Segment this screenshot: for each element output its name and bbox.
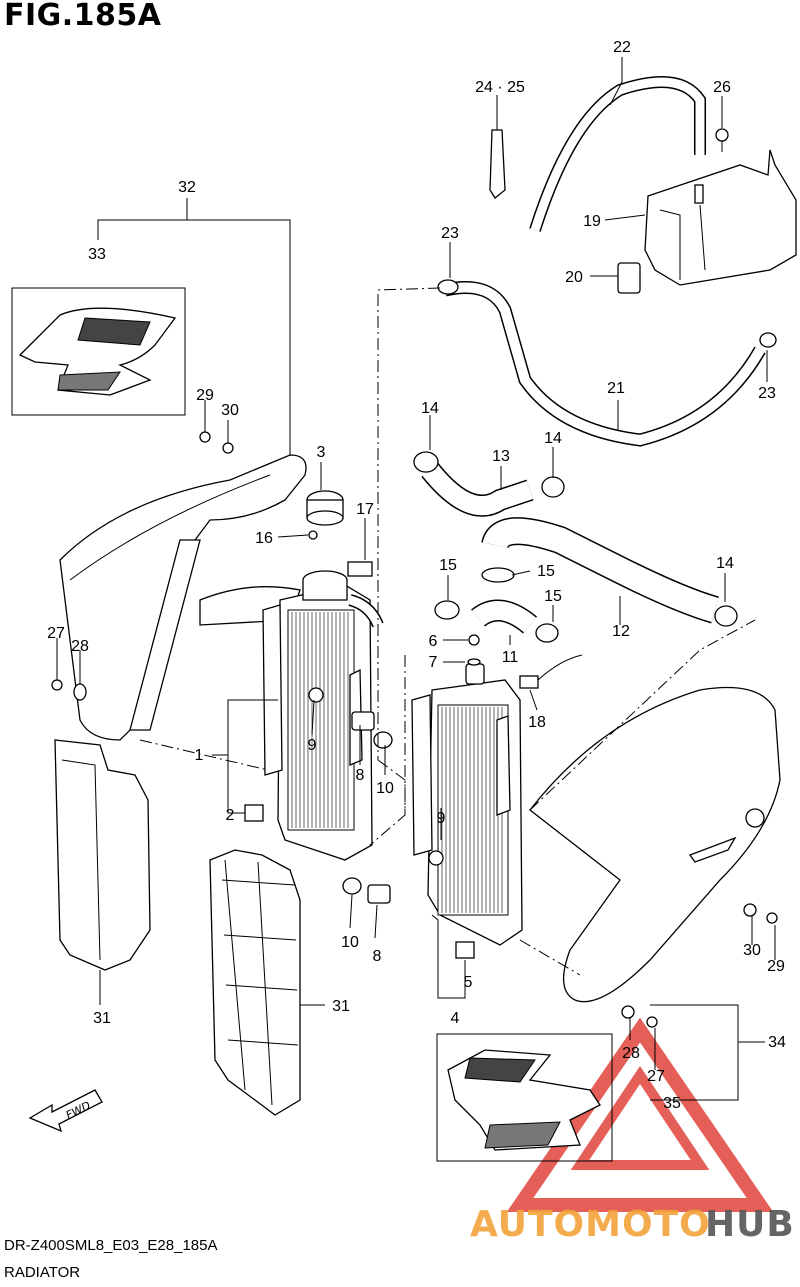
hose-clamp-23-right	[759, 332, 777, 348]
callout-4: 4	[451, 1010, 460, 1027]
callout-9-right: 9	[437, 810, 446, 827]
callout-34: 34	[768, 1034, 786, 1051]
callout-15-c: 15	[544, 588, 562, 605]
reservoir-cap-grommet	[617, 262, 641, 294]
callout-7: 7	[429, 654, 438, 671]
callout-22: 22	[613, 39, 631, 56]
callout-23-right: 23	[758, 385, 776, 402]
reservoir-bolt	[715, 128, 729, 152]
callout-31-right: 31	[332, 998, 350, 1015]
figure-code: DR-Z400SML8_E03_E28_185A	[4, 1237, 218, 1254]
radiator-hose-12	[481, 517, 719, 624]
callout-14-mid: 14	[544, 430, 562, 447]
callout-8-left: 8	[356, 767, 365, 784]
radiator-hose-13	[421, 462, 534, 517]
callout-9-left: 9	[308, 737, 317, 754]
callout-30-left: 30	[221, 402, 239, 419]
callout-32: 32	[178, 179, 196, 196]
callout-18: 18	[528, 714, 546, 731]
watermark-text-right: HUB	[705, 1204, 795, 1245]
callout-13: 13	[492, 448, 510, 465]
callout-28-right: 28	[622, 1045, 640, 1062]
callout-29-left: 29	[196, 387, 214, 404]
watermark-text: AUTOMOTO HUB	[470, 1204, 795, 1245]
reservoir-tank	[644, 149, 797, 286]
forward-arrow-label: FWD	[64, 1099, 93, 1122]
reservoir-hose	[443, 281, 766, 447]
callout-11: 11	[502, 649, 519, 666]
reservoir-bracket	[489, 129, 506, 199]
callout-23-top: 23	[441, 225, 459, 242]
callout-15-a: 15	[439, 557, 457, 574]
fasteners	[51, 431, 778, 1028]
callout-17: 17	[356, 501, 374, 518]
decal-right-inset	[436, 1033, 613, 1162]
callout-14-top: 14	[421, 400, 439, 417]
assembly-lines	[139, 287, 756, 976]
radiator-guard-right	[209, 849, 301, 1116]
radiator-right-fittings	[342, 634, 583, 959]
callout-3: 3	[317, 444, 326, 461]
callout-24-25: 24 · 25	[475, 79, 525, 96]
callout-2: 2	[226, 807, 235, 824]
radiator-cap	[306, 490, 344, 526]
callout-labels: 22 24 · 25 26 19 23 20 23 21 14 13 14 32…	[47, 39, 786, 1112]
radiator-guard-left	[54, 739, 151, 971]
radiator-hose-11	[471, 599, 538, 634]
callout-8-right: 8	[373, 948, 382, 965]
hose-clamps	[413, 451, 738, 643]
callout-33: 33	[88, 246, 106, 263]
callout-12: 12	[612, 623, 630, 640]
callout-19: 19	[583, 213, 601, 230]
callout-20: 20	[565, 269, 583, 286]
callout-27-right: 27	[647, 1068, 665, 1085]
callout-28-left: 28	[71, 638, 89, 655]
watermark-logo	[506, 1017, 774, 1212]
hose-clamp-23-left	[437, 279, 459, 295]
callout-1: 1	[195, 747, 204, 764]
watermark-text-left: AUTOMOTO	[470, 1204, 711, 1245]
forward-arrow: FWD	[28, 1089, 103, 1133]
callout-14-right: 14	[716, 555, 734, 572]
leader-lines	[56, 57, 776, 1101]
radiator-left-core-fins	[291, 612, 349, 828]
callout-21: 21	[607, 380, 625, 397]
callout-31-left: 31	[93, 1010, 111, 1027]
radiator-left	[262, 584, 373, 861]
callout-15-b: 15	[537, 563, 555, 580]
callout-10-left: 10	[376, 780, 394, 797]
radiator-right	[411, 679, 523, 946]
figure-name: RADIATOR	[4, 1264, 81, 1281]
callout-27-left: 27	[47, 625, 65, 642]
callout-6: 6	[429, 633, 438, 650]
callout-35: 35	[663, 1095, 681, 1112]
callout-30-right: 30	[743, 942, 761, 959]
decal-left-inset	[11, 287, 186, 416]
figure-title: FIG.185A	[4, 0, 162, 33]
callout-16: 16	[255, 530, 273, 547]
callout-29-right: 29	[767, 958, 785, 975]
callout-10-right: 10	[341, 934, 359, 951]
radiator-left-filler-neck	[302, 570, 384, 628]
radiator-shroud-right	[529, 686, 781, 1003]
callout-26: 26	[713, 79, 731, 96]
callout-5: 5	[464, 974, 473, 991]
